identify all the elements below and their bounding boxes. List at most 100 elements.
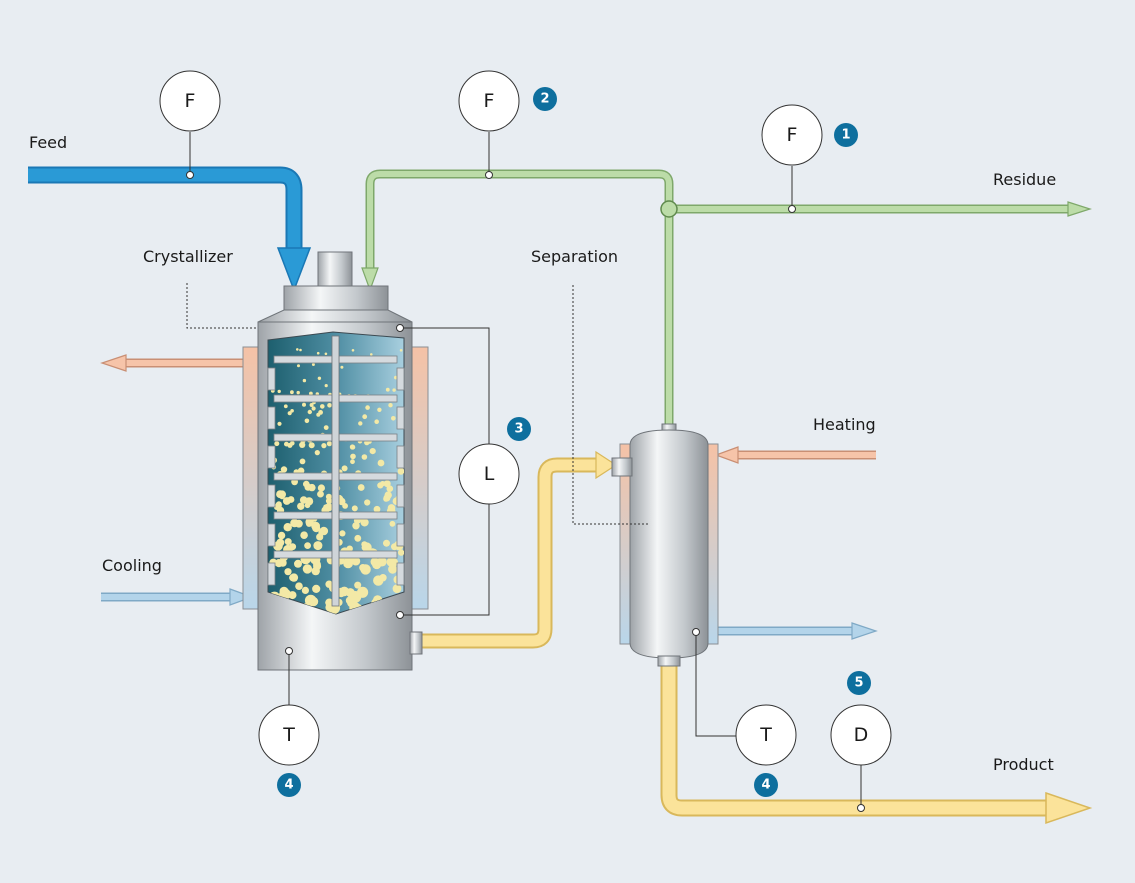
crystal-particle <box>311 363 315 366</box>
crystal-particle <box>316 351 320 355</box>
crystal-particle <box>326 441 332 447</box>
crystal-particle <box>398 549 404 556</box>
return-arrow <box>361 267 379 292</box>
crystal-particle <box>287 496 295 503</box>
crystal-particle <box>324 384 328 388</box>
crystal-particle <box>377 407 382 412</box>
crystal-particle <box>338 497 346 506</box>
badge-4-crystallizer: 4 <box>277 773 301 797</box>
crystal-particle <box>302 402 306 407</box>
crystal-particle <box>351 505 358 512</box>
crystal-particle <box>351 349 355 352</box>
badge-1-number: 1 <box>841 128 850 143</box>
crystal-particle <box>313 541 323 551</box>
crystallizer-outlet-arrow <box>100 354 127 372</box>
product-density-instrument[interactable]: D <box>830 704 892 766</box>
crystal-particle <box>357 484 365 491</box>
crystal-particle <box>350 459 355 465</box>
crystal-particle <box>364 499 371 506</box>
heating-label: Heating <box>813 415 876 434</box>
crystal-particle <box>339 530 346 537</box>
crystal-particle <box>289 573 299 582</box>
crystallizer-vessel <box>242 251 429 671</box>
badge-3-number: 3 <box>514 422 523 437</box>
crystal-particle <box>311 406 316 411</box>
crystal-particle <box>373 505 381 513</box>
crystal-particle <box>323 425 329 430</box>
crystal-particle <box>389 520 396 527</box>
crystal-particle <box>340 365 344 369</box>
crystal-particle <box>383 496 389 502</box>
crystal-particle <box>287 411 292 416</box>
crystal-particle <box>290 518 299 528</box>
crystal-particle <box>325 497 333 505</box>
crystal-particle <box>304 594 317 607</box>
crystal-particle <box>277 531 286 540</box>
crystal-particle <box>317 490 324 498</box>
crystal-particle <box>316 412 321 417</box>
crystal-particle <box>377 482 384 489</box>
crystal-particle <box>391 416 396 421</box>
product-density-letter: D <box>854 724 869 746</box>
crystal-particle <box>369 448 376 455</box>
crystal-particle <box>373 575 384 586</box>
crystal-particle <box>316 533 324 541</box>
crystal-particle <box>311 521 320 531</box>
feed-arrow <box>276 247 312 293</box>
separator-temp-instrument[interactable]: T <box>735 704 797 766</box>
crystal-particle <box>350 445 356 450</box>
crystallizer-temp-instrument[interactable]: T <box>258 704 320 766</box>
crystal-particle <box>299 458 306 465</box>
crystal-particle <box>296 390 300 395</box>
crystal-particle <box>277 389 281 394</box>
crystal-particle <box>372 559 382 570</box>
crystal-particle <box>325 580 333 588</box>
crystal-particle <box>397 467 404 475</box>
crystal-particle <box>317 484 325 492</box>
crystal-particle <box>362 414 368 420</box>
slurry-arrow <box>595 450 618 480</box>
badge-4b-number: 4 <box>761 778 770 793</box>
crystal-particle <box>305 520 313 527</box>
separator-vessel <box>611 423 719 667</box>
badge-3: 3 <box>507 417 531 441</box>
crystal-particle <box>312 584 321 594</box>
crystal-particle <box>354 581 362 589</box>
crystal-particle <box>361 542 372 553</box>
crystal-particle <box>317 376 322 380</box>
crystal-particle <box>370 353 373 356</box>
crystal-particle <box>290 390 294 395</box>
crystal-particle <box>320 404 325 409</box>
crystal-particle <box>309 391 313 396</box>
crystal-particle <box>383 480 391 488</box>
residue-label: Residue <box>993 170 1056 189</box>
crystal-particle <box>303 480 310 488</box>
return-flow-instrument[interactable]: F <box>458 70 520 132</box>
crystal-particle <box>280 466 288 473</box>
crystal-particle <box>277 421 282 426</box>
residue-junction <box>660 200 678 218</box>
crystal-particle <box>297 467 305 475</box>
crystal-particle <box>343 558 353 569</box>
crystal-particle <box>354 534 362 542</box>
crystal-particle <box>311 566 320 576</box>
crystal-particle <box>352 522 360 530</box>
crystal-particle <box>358 421 363 426</box>
level-letter: L <box>484 463 495 485</box>
separator-temp-letter: T <box>759 724 772 746</box>
crystal-particle <box>351 556 361 566</box>
crystal-particle <box>388 564 398 574</box>
crystal-particle <box>284 538 292 546</box>
crystal-particle <box>360 564 371 575</box>
crystallizer-temp-letter: T <box>282 724 295 746</box>
feed-flow-letter: F <box>185 90 196 112</box>
level-instrument[interactable]: L <box>458 443 520 505</box>
residue-flow-instrument[interactable]: F <box>761 104 823 166</box>
crystal-particle <box>283 404 288 409</box>
feed-flow-instrument[interactable]: F <box>159 70 221 132</box>
product-label: Product <box>993 755 1054 774</box>
crystal-particle <box>321 443 327 449</box>
crystal-particle <box>383 539 390 547</box>
crystal-particle <box>399 349 403 352</box>
